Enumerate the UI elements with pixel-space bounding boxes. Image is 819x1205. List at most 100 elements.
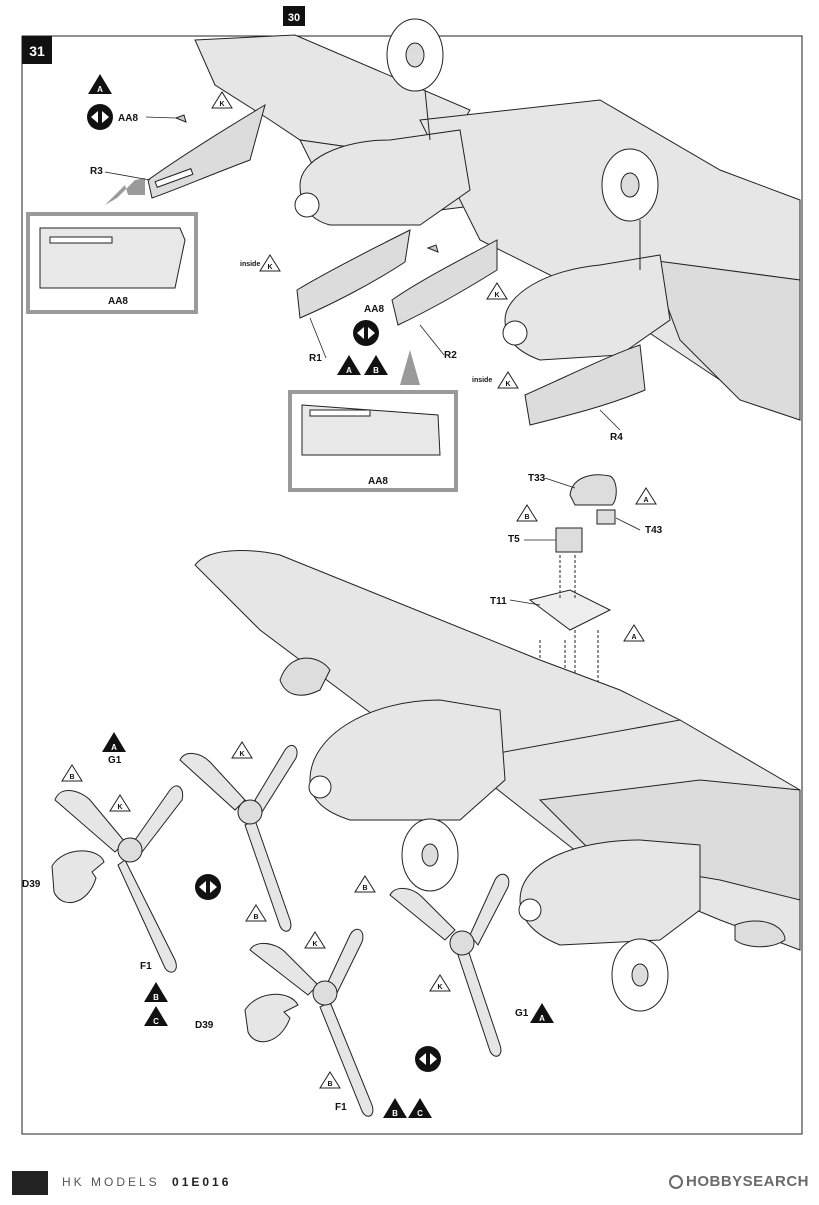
leader-lines <box>104 116 641 606</box>
right-wing-top <box>649 259 801 421</box>
svg-text:A: A <box>539 1014 545 1023</box>
marker-K-p3: K <box>304 931 326 949</box>
kit-code: 01E016 <box>172 1175 232 1189</box>
callout-arrow-2 <box>400 350 420 385</box>
label-R2: R2 <box>444 350 457 361</box>
svg-text:B: B <box>327 1081 332 1088</box>
label-R3: R3 <box>90 166 103 177</box>
label-D39-2: D39 <box>195 1020 214 1031</box>
step-number: 31 <box>29 43 45 59</box>
prev-step-box <box>283 6 305 26</box>
brand-name: HK MODELS <box>62 1175 160 1189</box>
marker-B-p2: B <box>245 904 267 922</box>
label-AA8-box1: AA8 <box>108 296 128 307</box>
part-R1 <box>296 229 411 319</box>
marker-B-p4: B <box>354 875 376 893</box>
svg-text:B: B <box>362 885 367 892</box>
svg-text:A: A <box>111 743 117 752</box>
marker-A-G1-1: A <box>102 732 126 752</box>
left-spinner-top <box>294 192 320 218</box>
label-T11: T11 <box>490 596 507 607</box>
marker-A-G1-2: A <box>530 1003 554 1023</box>
propeller-1 <box>54 785 184 973</box>
flip-icon-1 <box>87 104 113 130</box>
part-T33 <box>569 474 617 506</box>
part-T11 <box>528 589 612 631</box>
label-T43: T43 <box>645 525 663 536</box>
svg-text:K: K <box>117 804 122 811</box>
flip-icon-2 <box>353 320 379 346</box>
label-AA8-box2: AA8 <box>368 476 388 487</box>
svg-text:C: C <box>417 1109 423 1118</box>
marker-A-T11: A <box>623 624 645 642</box>
right-spinner-top <box>502 320 528 346</box>
flip-icon-3 <box>195 874 221 900</box>
marker-B-p1: B <box>61 764 83 782</box>
marker-A-T33: A <box>635 487 657 505</box>
callout-box-1: AA8 <box>26 178 198 314</box>
label-AA8-1: AA8 <box>118 113 138 124</box>
part-R2 <box>391 239 498 326</box>
marker-K-p2: K <box>231 741 253 759</box>
watermark-icon <box>668 1175 683 1189</box>
part-AA8-small-1 <box>174 114 187 123</box>
marker-C-F1-1: C <box>144 1006 168 1026</box>
part-AA8-small-2 <box>426 244 439 253</box>
svg-text:K: K <box>219 101 224 108</box>
watermark-text: HOBBYSEARCH <box>685 1173 809 1190</box>
svg-text:A: A <box>631 634 636 641</box>
top-aircraft <box>194 18 801 421</box>
marker-C-F1-2: C <box>408 1098 432 1118</box>
svg-text:B: B <box>524 514 529 521</box>
label-F1-2: F1 <box>335 1102 347 1113</box>
part-T43 <box>596 509 616 525</box>
label-AA8-2: AA8 <box>364 304 384 315</box>
svg-text:K: K <box>239 751 244 758</box>
svg-text:B: B <box>253 914 258 921</box>
svg-text:K: K <box>312 941 317 948</box>
marker-K-1: K <box>211 91 233 109</box>
footer-brand: HK MODELS 01E016 <box>62 1175 231 1189</box>
marker-K-4: K <box>497 371 519 389</box>
marker-K-p4: K <box>429 974 451 992</box>
svg-text:B: B <box>373 366 379 375</box>
label-F1-1: F1 <box>140 961 152 972</box>
step-number-box <box>22 36 52 64</box>
svg-text:K: K <box>505 381 510 388</box>
propeller-3 <box>249 928 374 1117</box>
part-T5 <box>555 527 583 553</box>
label-inside-2: inside <box>472 377 492 384</box>
label-G1-1: G1 <box>108 755 122 766</box>
svg-text:A: A <box>346 366 352 375</box>
label-T33: T33 <box>528 473 546 484</box>
part-R4 <box>524 344 646 426</box>
svg-text:K: K <box>494 292 499 299</box>
right-nacelle-top <box>504 254 671 361</box>
marker-K-2: K <box>259 254 281 272</box>
marker-A-mid: A <box>337 355 361 375</box>
svg-text:K: K <box>267 264 272 271</box>
label-T5: T5 <box>508 534 520 545</box>
flip-icon-4 <box>415 1046 441 1072</box>
propeller-2 <box>179 745 298 932</box>
label-D39-1: D39 <box>22 879 41 890</box>
marker-A-top: A <box>88 74 112 94</box>
label-R1: R1 <box>309 353 322 364</box>
callout-box-2: AA8 <box>288 350 458 492</box>
bottom-aircraft <box>194 550 801 1012</box>
left-nacelle-bottom <box>309 699 506 821</box>
label-G1-2: G1 <box>515 1008 529 1019</box>
marker-B-F1-1: B <box>144 982 168 1002</box>
propeller-4 <box>389 873 510 1057</box>
callout-arrow-1 <box>105 178 145 205</box>
marker-B-mid: B <box>364 355 388 375</box>
marker-K-3: K <box>486 282 508 300</box>
svg-text:K: K <box>437 984 442 991</box>
marker-B-T5: B <box>516 504 538 522</box>
marker-K-p1: K <box>109 794 131 812</box>
watermark: HOBBYSEARCH <box>668 1173 809 1190</box>
right-nacelle-bottom <box>519 839 701 946</box>
prev-step-number: 30 <box>288 12 300 24</box>
